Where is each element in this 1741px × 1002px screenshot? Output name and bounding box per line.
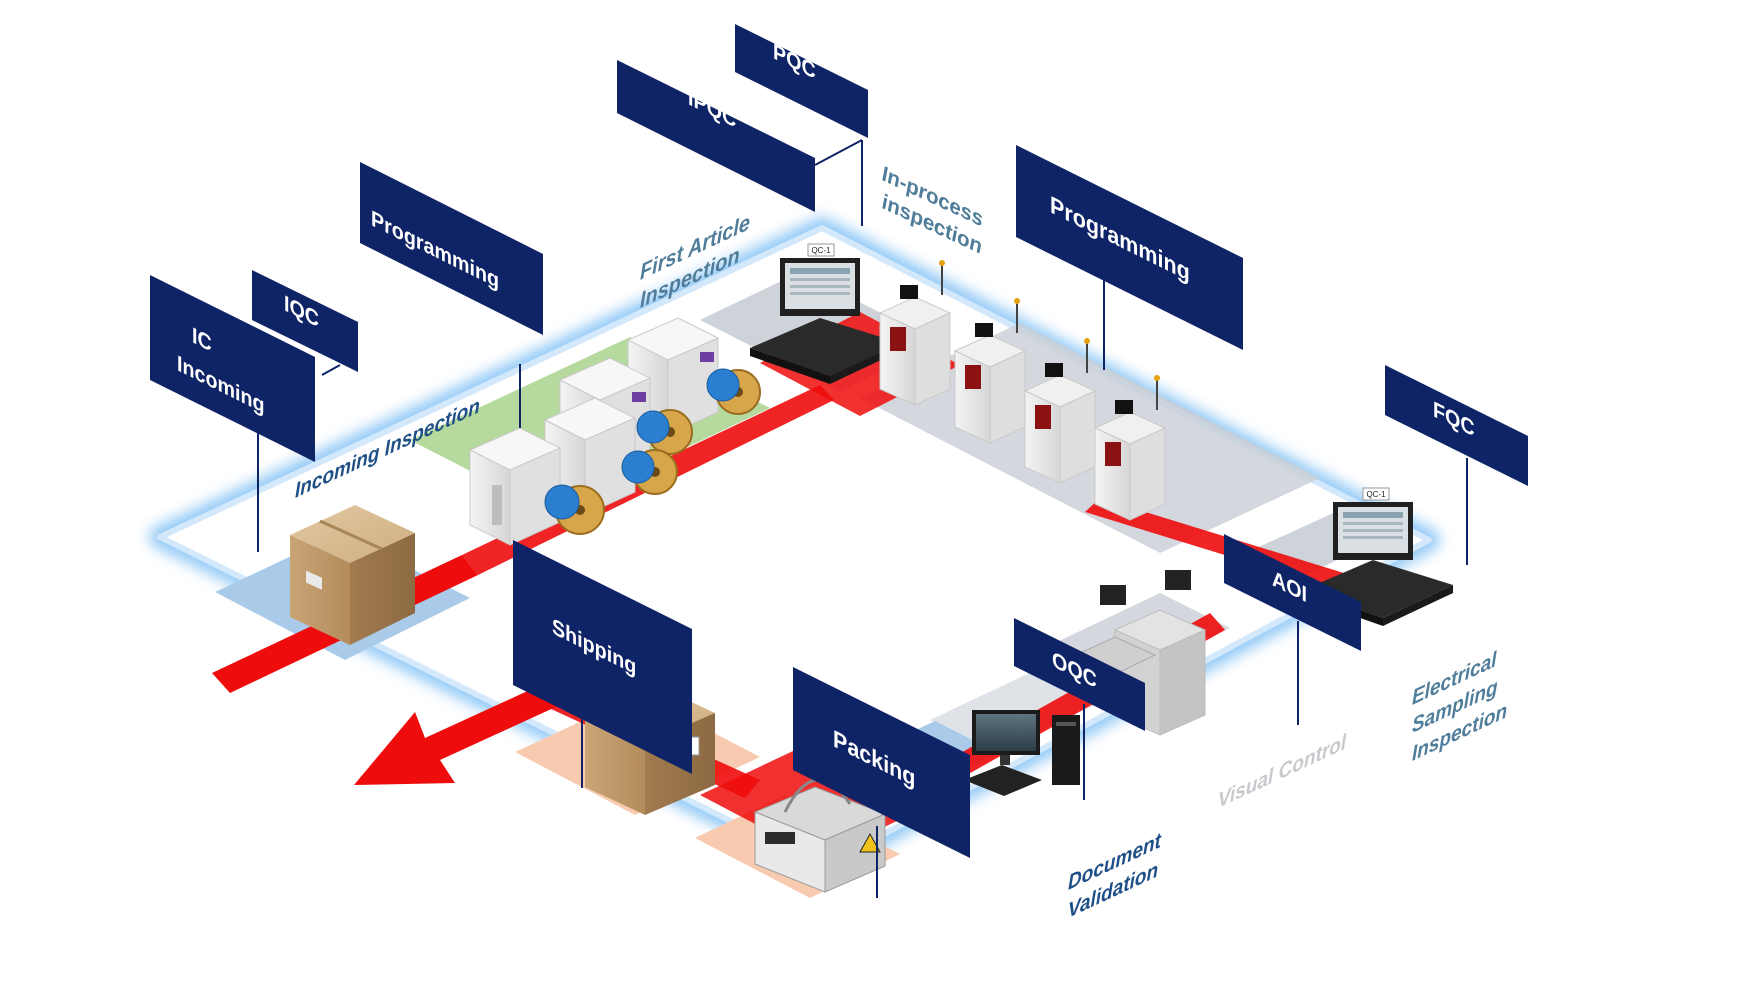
sign-pqc	[735, 24, 868, 138]
programmer-machine-icon	[878, 260, 952, 406]
flow-arrow-exit-head	[354, 683, 560, 785]
programming-machines-left	[468, 317, 761, 546]
programmer-machine-icon	[1093, 375, 1167, 521]
sign-poles	[257, 139, 1468, 898]
programmer-machine-icon	[953, 298, 1027, 444]
sign-fqc	[1385, 365, 1528, 486]
sign-shipping	[513, 540, 692, 774]
sign-iqc	[252, 270, 358, 372]
sign-oqc	[1014, 618, 1145, 731]
sign-ic-incoming-line1: IC	[192, 322, 212, 357]
label-visual-control: Visual Control	[1218, 730, 1347, 813]
cardboard-box-icon	[290, 505, 415, 645]
qc-station-tag: QC-1	[811, 246, 831, 255]
sign-programming-right	[1016, 145, 1243, 350]
programmer-machine-icon	[1023, 338, 1097, 484]
programmer-machine-icon	[468, 427, 605, 546]
sign-ic-incoming	[150, 275, 315, 462]
sign-ipqc	[617, 60, 815, 212]
sign-aoi	[1224, 534, 1361, 651]
vacuum-sealer-icon	[753, 778, 887, 893]
qc-station-tag: QC-1	[1366, 490, 1386, 499]
desktop-computer-icon	[964, 710, 1080, 796]
programming-machines-right	[878, 260, 1167, 521]
sign-programming-left	[360, 162, 543, 335]
sign-packing	[793, 667, 970, 858]
